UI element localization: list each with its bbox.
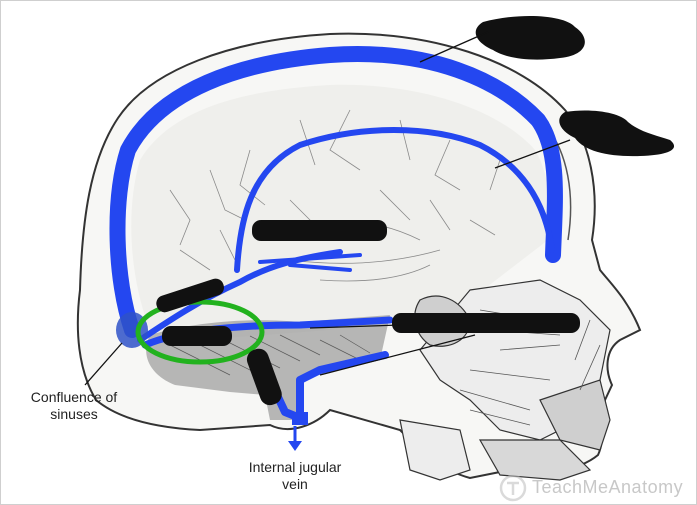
teachmeanatomy-logo-icon — [501, 476, 525, 500]
label-internal-jugular-vein: Internal jugular vein — [232, 459, 358, 493]
redaction-green-area — [162, 326, 232, 346]
redaction-facial — [392, 313, 580, 333]
redaction-top-right — [476, 16, 585, 60]
watermark-brand: TeachMeAnatomy — [532, 477, 683, 498]
redaction-center — [252, 220, 387, 241]
label-confluence-of-sinuses: Confluence of sinuses — [18, 389, 130, 423]
